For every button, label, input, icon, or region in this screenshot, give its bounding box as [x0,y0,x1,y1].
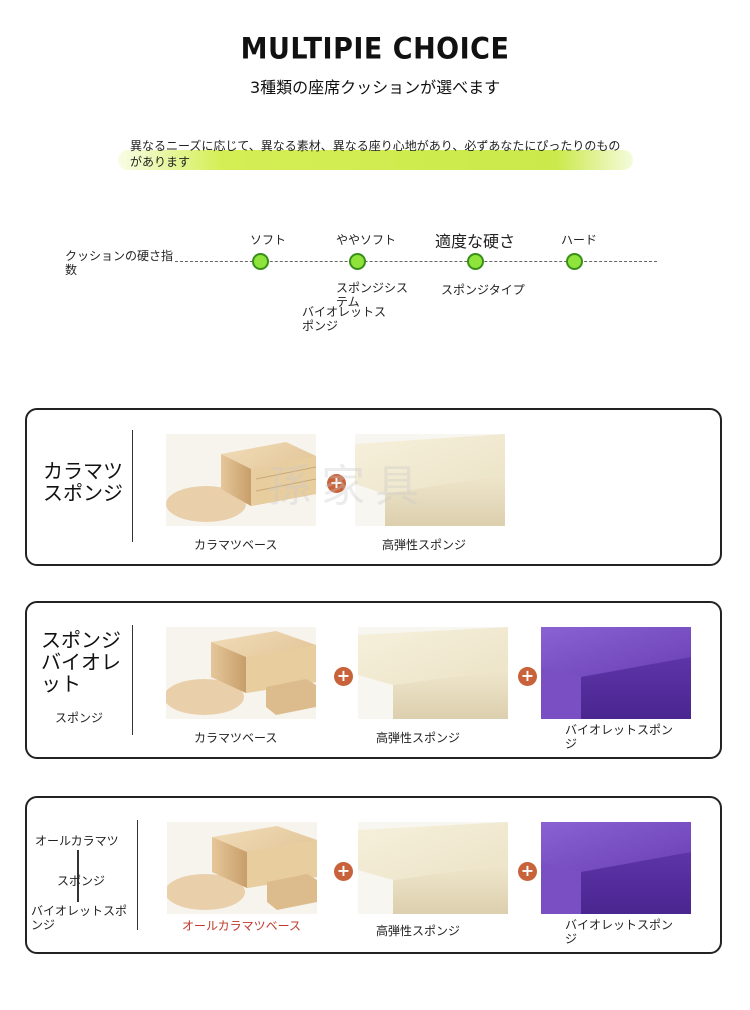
high-elastic-sponge-image [358,627,508,719]
level-dot-medium [467,253,484,270]
card-label-small: スポンジ [55,711,104,725]
label-violet-sponge: バイオレットスポンジ [31,904,128,932]
scale-label: クッションの硬さ指数 [65,249,174,277]
caption-high-elastic-sponge: 高弾性スポンジ [376,731,461,745]
card-divider [132,625,133,735]
plus-circle-icon: + [334,667,353,686]
level-label-semisoft: ややソフト [336,233,397,247]
label-sponge: スポンジ [57,874,106,888]
plus-circle-icon: + [334,862,353,881]
caption-all-larch-base: オールカラマツベース [182,919,302,933]
cushion-card-all-larch: オールカラマツ スポンジ バイオレットスポンジ オールカラマツベース + 高弾性… [25,796,722,954]
caption-high-elastic-sponge: 高弾性スポンジ [376,924,461,938]
label-connector [77,850,79,902]
card-divider [132,430,133,542]
cushion-card-sponge-violet: スポンジ バイオレット スポンジ カラマツベース + 高弾性スポンジ + バイオ… [25,601,722,759]
level-label-hard: ハード [561,233,598,247]
level-under-violet: バイオレットスポンジ [302,305,387,333]
caption-larch-base: カラマツベース [194,731,278,745]
caption-larch-base: カラマツベース [194,538,278,552]
plus-circle-icon: + [327,474,346,493]
hardness-scale: クッションの硬さ指数 ソフト ややソフト スポンジシステム バイオレットスポンジ… [0,225,750,345]
plus-circle-icon: + [518,667,537,686]
caption-violet-sponge: バイオレットスポンジ [565,723,674,751]
description-text: 異なるニーズに応じて、異なる素材、異なる座り心地があり、必ずあなたにぴったりのも… [130,139,621,169]
card-label: カラマツスポンジ [43,459,123,505]
level-under-medium: スポンジタイプ [441,283,525,297]
level-dot-hard [566,253,583,270]
description-highlight: 異なるニーズに応じて、異なる素材、異なる座り心地があり、必ずあなたにぴったりのも… [118,134,633,174]
watermark: 孫家具 [267,461,429,512]
level-label-medium: 適度な硬さ [435,232,516,251]
page-title: MULTIPIE CHOICE [240,32,510,67]
level-under-semisoft: スポンジシステム [336,281,409,309]
violet-sponge-image [541,627,691,719]
level-dot-soft [252,253,269,270]
level-label-soft: ソフト [250,233,287,247]
high-elastic-sponge-image [358,822,508,914]
all-larch-base-image [167,822,317,914]
scale-line [175,261,657,262]
label-all-larch: オールカラマツ [35,834,119,848]
high-elastic-sponge-image [355,434,505,526]
cushion-card-larch-sponge: カラマツスポンジ カラマツベース + 高弾性スポンジ 孫家具 [25,408,722,566]
level-dot-semisoft [349,253,366,270]
larch-base-image [166,434,316,526]
violet-sponge-image [541,822,691,914]
card-label: スポンジ バイオレット [41,628,121,696]
card-divider [137,820,138,930]
plus-circle-icon: + [518,862,537,881]
caption-high-elastic-sponge: 高弾性スポンジ [382,538,467,552]
highlight-bar [118,150,633,170]
caption-violet-sponge: バイオレットスポンジ [565,918,674,946]
page-subtitle: 3種類の座席クッションが選べます [250,78,501,97]
larch-base-image [166,627,316,719]
